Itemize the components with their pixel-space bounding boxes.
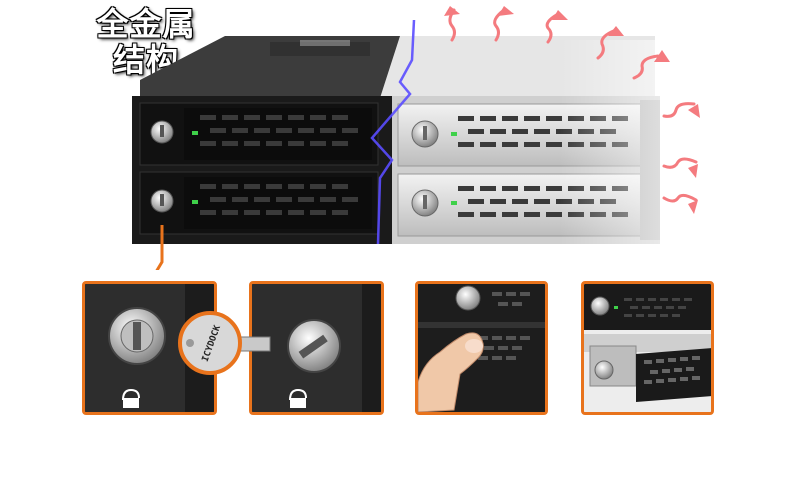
heat-arrow-icon — [448, 8, 698, 203]
headline: 全金属 结构 — [86, 6, 206, 78]
enclosure-front-dark — [132, 96, 392, 244]
push-closeup — [418, 284, 545, 412]
heat-glow — [560, 40, 670, 250]
key-callout: ICYDOCK — [178, 311, 271, 375]
callout-pointer — [155, 225, 164, 270]
detail-panel-push — [415, 281, 548, 415]
product-hero-illustration — [132, 6, 700, 270]
vent-slots-dark — [200, 115, 358, 215]
detail-panel-unlock — [249, 281, 384, 415]
key-head-icon — [178, 311, 242, 375]
detail-panel-tray — [581, 281, 714, 415]
finger-icon — [418, 332, 484, 412]
detail-panel-lock — [82, 281, 217, 415]
unlock-closeup — [252, 284, 381, 412]
status-led-icon — [192, 131, 457, 205]
tray-closeup — [584, 284, 711, 412]
tray-handle-icon — [636, 348, 711, 402]
split-divider — [370, 19, 416, 245]
heat-arrowhead-icon — [444, 6, 700, 214]
headline-line-1: 全金属 — [96, 5, 196, 43]
lock-icon — [150, 120, 439, 217]
